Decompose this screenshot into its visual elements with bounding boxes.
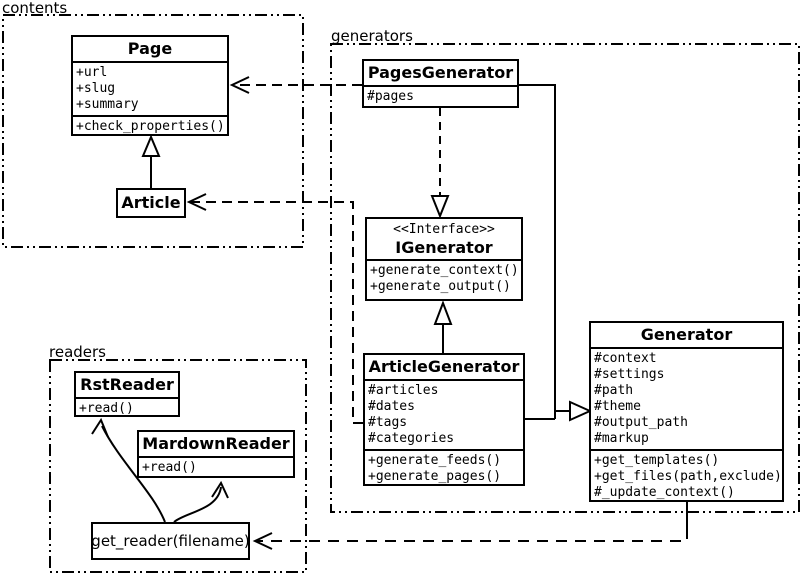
- attribute: #markup: [594, 431, 649, 446]
- open-arrowhead-getreader: [252, 532, 273, 550]
- attribute: #dates: [368, 399, 415, 414]
- class-articlegenerator-attributes: #articles #dates #tags #categories: [365, 381, 523, 449]
- method: +generate_output(): [370, 279, 511, 294]
- class-rstreader-title: RstReader: [76, 373, 178, 399]
- class-rstreader-methods: +read(): [76, 399, 178, 419]
- method: +get_files(path,exclude): [594, 469, 782, 484]
- method: +check_properties(): [76, 119, 225, 134]
- class-mardownreader-title: MardownReader: [139, 432, 293, 458]
- attribute: #theme: [594, 399, 641, 414]
- attribute: #articles: [368, 383, 439, 398]
- package-label-generators: generators: [331, 27, 413, 45]
- triangle-arrowhead-igenerator-bottom: [433, 300, 453, 325]
- triangle-arrowhead-igenerator-top: [430, 195, 450, 219]
- class-page: Page +url +slug +summary +check_properti…: [71, 35, 229, 136]
- class-generator: Generator #context #settings #path #them…: [589, 321, 784, 502]
- attribute: #settings: [594, 367, 665, 382]
- attribute: #context: [594, 351, 657, 366]
- method: #_update_context(): [594, 485, 735, 500]
- class-igenerator-methods: +generate_context() +generate_output(): [367, 261, 521, 297]
- edge-getreader-to-mardownreader: [173, 486, 222, 523]
- class-articlegenerator-methods: +generate_feeds() +generate_pages(): [365, 449, 523, 487]
- method: +generate_pages(): [368, 469, 502, 484]
- open-arrowhead-article: [186, 193, 207, 211]
- class-article-title: Article: [121, 193, 181, 212]
- function-get-reader-label: get_reader(filename): [91, 532, 250, 550]
- attribute: #path: [594, 383, 634, 398]
- edge-generators-to-generator: [519, 84, 570, 420]
- class-igenerator-stereotype: <<Interface>>: [393, 222, 495, 237]
- triangle-arrowhead-generator: [569, 400, 593, 422]
- class-page-title: Page: [73, 37, 227, 63]
- class-articlegenerator: ArticleGenerator #articles #dates #tags …: [363, 353, 525, 486]
- attribute: +url: [76, 65, 108, 80]
- class-pagesgenerator-attributes: #pages: [364, 87, 517, 107]
- class-mardownreader: MardownReader +read(): [137, 430, 295, 478]
- method: +read(): [79, 401, 134, 416]
- open-arrowhead-mardownreader: [211, 480, 229, 499]
- class-igenerator: <<Interface>> IGenerator +generate_conte…: [365, 217, 523, 301]
- package-label-contents: contents: [2, 0, 68, 17]
- attribute: +summary: [76, 97, 139, 112]
- attribute: #pages: [367, 89, 414, 104]
- generators-package-border: [330, 43, 800, 513]
- method: +generate_feeds(): [368, 453, 502, 468]
- class-generator-attributes: #context #settings #path #theme #output_…: [591, 349, 782, 449]
- readers-package-border: [49, 359, 307, 573]
- class-articlegenerator-title: ArticleGenerator: [365, 355, 523, 381]
- attribute: #tags: [368, 415, 408, 430]
- contents-package-border: [2, 14, 304, 248]
- attribute: +slug: [76, 81, 116, 96]
- class-pagesgenerator: PagesGenerator #pages: [362, 59, 519, 108]
- edge-getreader-to-rstreader: [101, 425, 166, 523]
- package-label-readers: readers: [49, 343, 106, 361]
- class-rstreader: RstReader +read(): [74, 371, 180, 417]
- method: +read(): [142, 460, 197, 475]
- class-igenerator-title: IGenerator: [395, 238, 493, 257]
- edge-generator-to-getreader: [257, 528, 688, 542]
- class-page-methods: +check_properties(): [73, 115, 227, 137]
- class-pagesgenerator-title: PagesGenerator: [364, 61, 517, 87]
- triangle-arrowhead-page: [141, 134, 161, 157]
- class-mardownreader-methods: +read(): [139, 458, 293, 478]
- edge-articlegenerator-to-article: [191, 201, 363, 424]
- class-generator-methods: +get_templates() +get_files(path,exclude…: [591, 449, 782, 503]
- class-generator-title: Generator: [591, 323, 782, 349]
- method: +generate_context(): [370, 263, 519, 278]
- open-arrowhead-page: [229, 76, 250, 94]
- open-arrowhead-rstreader: [91, 417, 109, 438]
- function-get-reader: get_reader(filename): [91, 522, 250, 560]
- method: +get_templates(): [594, 453, 720, 468]
- class-page-attributes: +url +slug +summary: [73, 63, 227, 115]
- class-article: Article: [116, 188, 186, 218]
- attribute: #categories: [368, 431, 455, 446]
- attribute: #output_path: [594, 415, 688, 430]
